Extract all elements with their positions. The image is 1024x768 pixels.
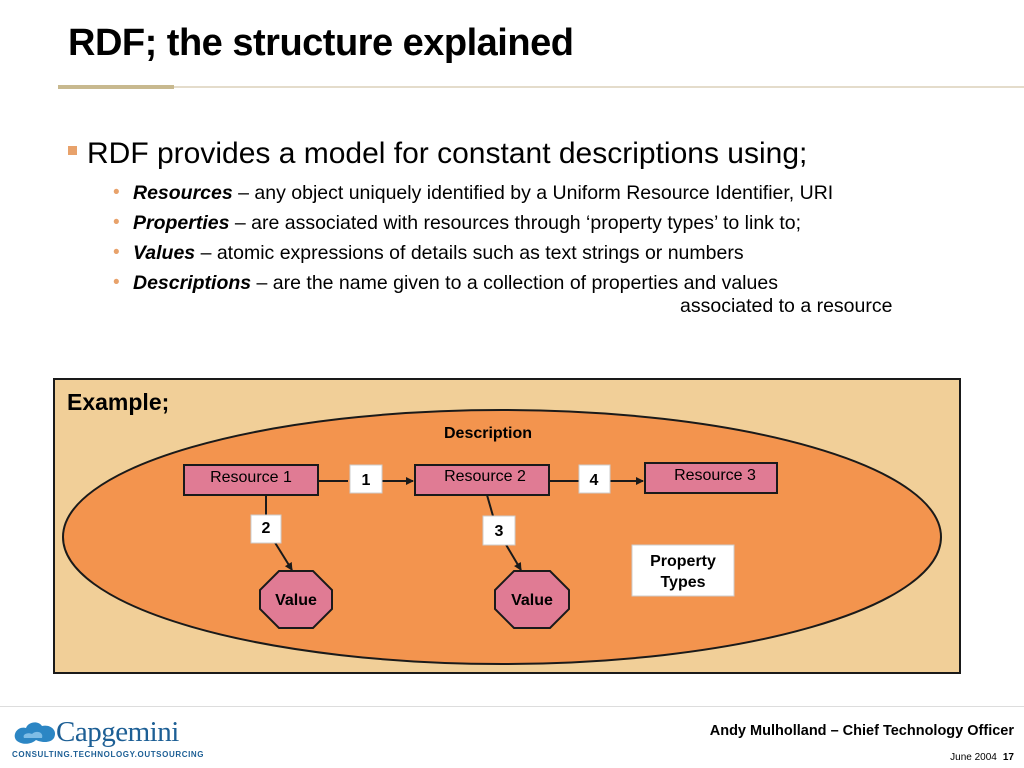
resource-label: Resource 2	[444, 468, 526, 485]
dot-bullet-icon: •	[113, 212, 120, 233]
property-number-1: 1	[349, 464, 383, 494]
value-label: Value	[275, 592, 317, 609]
sub-bullet-list: • Resources – any object uniquely identif…	[111, 181, 1011, 301]
footer	[0, 700, 1024, 768]
description-label: Description	[444, 425, 532, 442]
sub-bullet-values: • Values – atomic expressions of details …	[111, 241, 1011, 271]
term-values: Values	[133, 242, 196, 264]
title-divider-accent	[58, 85, 174, 89]
property-number-4: 4	[578, 464, 611, 494]
property-types-label-line2: Types	[660, 574, 705, 591]
dot-bullet-icon: •	[113, 272, 120, 293]
arrow-p2-to-value1	[273, 540, 293, 571]
value-node-2: Value	[494, 570, 570, 629]
arrow-r2-to-p3	[486, 494, 494, 517]
property-number-3: 3	[482, 515, 516, 546]
example-label: Example;	[67, 389, 170, 415]
resource-node-1: Resource 1	[183, 464, 319, 496]
date-and-page: June 2004 17	[950, 752, 1014, 763]
property-types-legend: Property Types	[631, 544, 735, 597]
presenter-name: Andy Mulholland – Chief Technology Offic…	[709, 723, 1014, 739]
sub-bullet-descriptions: • Descriptions – are the name given to a …	[111, 271, 1011, 301]
page-number: 17	[1002, 752, 1014, 763]
slide-title: RDF; the structure explained	[68, 22, 574, 64]
value-label: Value	[511, 592, 553, 609]
capgemini-spades-logo-icon	[14, 722, 56, 744]
value-node-1: Value	[259, 570, 333, 629]
property-number-label: 1	[362, 472, 371, 489]
logo-wordmark: Capgemini	[56, 716, 179, 748]
definition-values: – atomic expressions of details such as …	[195, 242, 744, 264]
resource-label: Resource 1	[210, 469, 292, 486]
resource-label: Resource 3	[674, 467, 756, 484]
property-number-label: 4	[590, 472, 599, 489]
dot-bullet-icon: •	[113, 242, 120, 263]
definition-properties: – are associated with resources through …	[229, 212, 802, 234]
definition-resources: – any object uniquely identified by a Un…	[232, 182, 834, 204]
property-number-label: 3	[495, 523, 504, 540]
term-properties: Properties	[133, 212, 230, 234]
title-divider	[58, 86, 1024, 88]
property-number-label: 2	[262, 520, 271, 537]
descriptions-continuation: associated to a resource	[680, 295, 893, 317]
square-bullet-icon	[68, 146, 77, 155]
dot-bullet-icon: •	[113, 182, 120, 203]
sub-bullet-resources: • Resources – any object uniquely identif…	[111, 181, 1011, 211]
resource-node-3: Resource 3	[644, 462, 778, 494]
arrow-p3-to-value2	[504, 542, 522, 571]
presentation-date: June 2004	[950, 752, 997, 763]
main-bullet: RDF provides a model for constant descri…	[68, 137, 807, 171]
property-types-label-line1: Property	[650, 553, 716, 570]
sub-bullet-properties: • Properties – are associated with resour…	[111, 211, 1011, 241]
definition-descriptions: – are the name given to a collection of …	[251, 272, 778, 294]
term-resources: Resources	[133, 182, 233, 204]
term-descriptions: Descriptions	[133, 272, 252, 294]
resource-node-2: Resource 2	[414, 464, 550, 496]
main-bullet-text: RDF provides a model for constant descri…	[87, 137, 808, 170]
footer-divider	[0, 706, 1024, 707]
property-number-2: 2	[250, 514, 282, 544]
logo-tagline: CONSULTING.TECHNOLOGY.OUTSOURCING	[12, 750, 205, 759]
